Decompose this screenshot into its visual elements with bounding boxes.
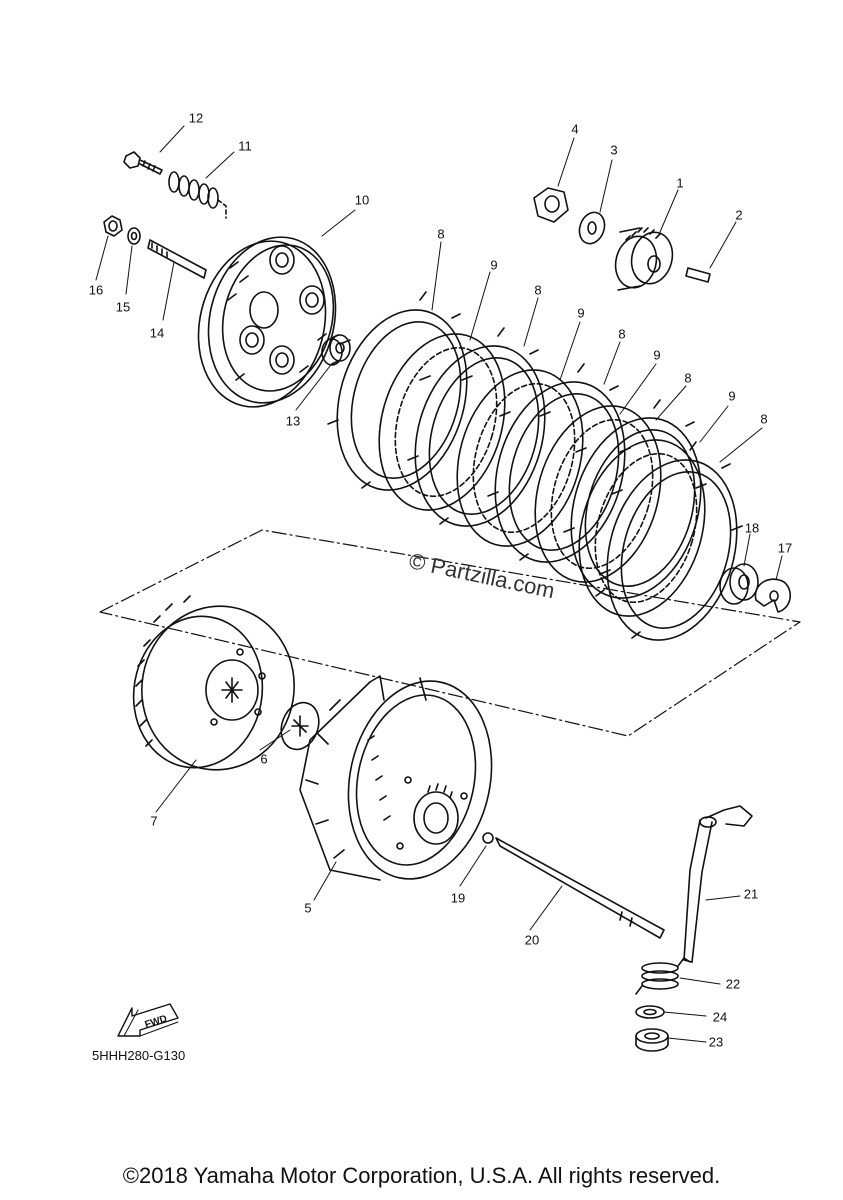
callout-5: 5 — [304, 900, 312, 916]
callout-9d: 9 — [728, 388, 736, 404]
callout-15: 15 — [115, 299, 131, 315]
callout-9c: 9 — [653, 347, 661, 363]
callout-14: 14 — [149, 325, 165, 341]
assembly-frame — [99, 529, 801, 737]
callout-8e: 8 — [760, 411, 768, 427]
nut-part-16 — [103, 215, 123, 237]
callout-9b: 9 — [577, 305, 585, 321]
callout-10: 10 — [354, 192, 370, 208]
clutch-boss-part-7 — [132, 595, 295, 771]
callout-17: 17 — [777, 540, 793, 556]
friction-plate-part-8 — [327, 291, 473, 491]
key-part-2 — [685, 267, 711, 283]
callout-3: 3 — [610, 142, 618, 158]
washer-part-15 — [127, 227, 141, 245]
washer-part-24 — [635, 1005, 665, 1019]
callout-20: 20 — [524, 932, 540, 948]
leader-lines — [95, 125, 783, 1043]
spring-part-11 — [168, 171, 227, 219]
nut-part-4 — [533, 187, 569, 223]
callout-21: 21 — [743, 886, 759, 902]
callout-24: 24 — [712, 1009, 728, 1025]
clutch-plate-part-9 — [578, 439, 706, 617]
spring-part-22 — [635, 957, 691, 995]
clutch-plate-part-9 — [456, 369, 584, 547]
washer-part-3 — [578, 211, 606, 245]
callout-8b: 8 — [534, 282, 542, 298]
callout-13: 13 — [285, 413, 301, 429]
callout-2: 2 — [735, 207, 743, 223]
clutch-housing-part-5 — [299, 675, 493, 881]
callout-8a: 8 — [437, 226, 445, 242]
callout-7: 7 — [150, 813, 158, 829]
callout-12: 12 — [188, 110, 204, 126]
bolt-part-12 — [123, 151, 163, 175]
callout-8d: 8 — [684, 370, 692, 386]
callout-22: 22 — [725, 976, 741, 992]
collar-part-13 — [321, 334, 351, 366]
push-lever-part-21 — [683, 805, 753, 963]
callout-11: 11 — [238, 138, 252, 154]
clutch-plate-part-9 — [378, 333, 506, 511]
callout-16: 16 — [88, 282, 104, 298]
callout-6: 6 — [260, 751, 268, 767]
washer-part-6 — [280, 701, 320, 751]
lock-washer-part-17 — [754, 578, 791, 613]
diagram-code: 5HHH280-G130 — [92, 1048, 186, 1063]
callout-4: 4 — [571, 121, 579, 137]
callout-19: 19 — [450, 890, 466, 906]
fwd-arrow-icon — [117, 1003, 179, 1037]
callout-1: 1 — [676, 175, 684, 191]
ball-part-19 — [482, 832, 494, 844]
pressure-plate-part-10 — [197, 236, 337, 408]
friction-plate-part-8 — [599, 441, 743, 641]
gear-part-1 — [614, 227, 674, 291]
seal-part-23 — [635, 1028, 669, 1052]
callout-23: 23 — [708, 1034, 724, 1050]
callout-18: 18 — [744, 520, 760, 536]
push-rod-part-20 — [495, 837, 665, 939]
copyright-notice: ©2018 Yamaha Motor Corporation, U.S.A. A… — [122, 1163, 721, 1188]
callout-8c: 8 — [618, 326, 626, 342]
callout-9a: 9 — [490, 257, 498, 273]
friction-plate-part-8 — [407, 327, 551, 527]
stud-part-14 — [147, 239, 207, 279]
